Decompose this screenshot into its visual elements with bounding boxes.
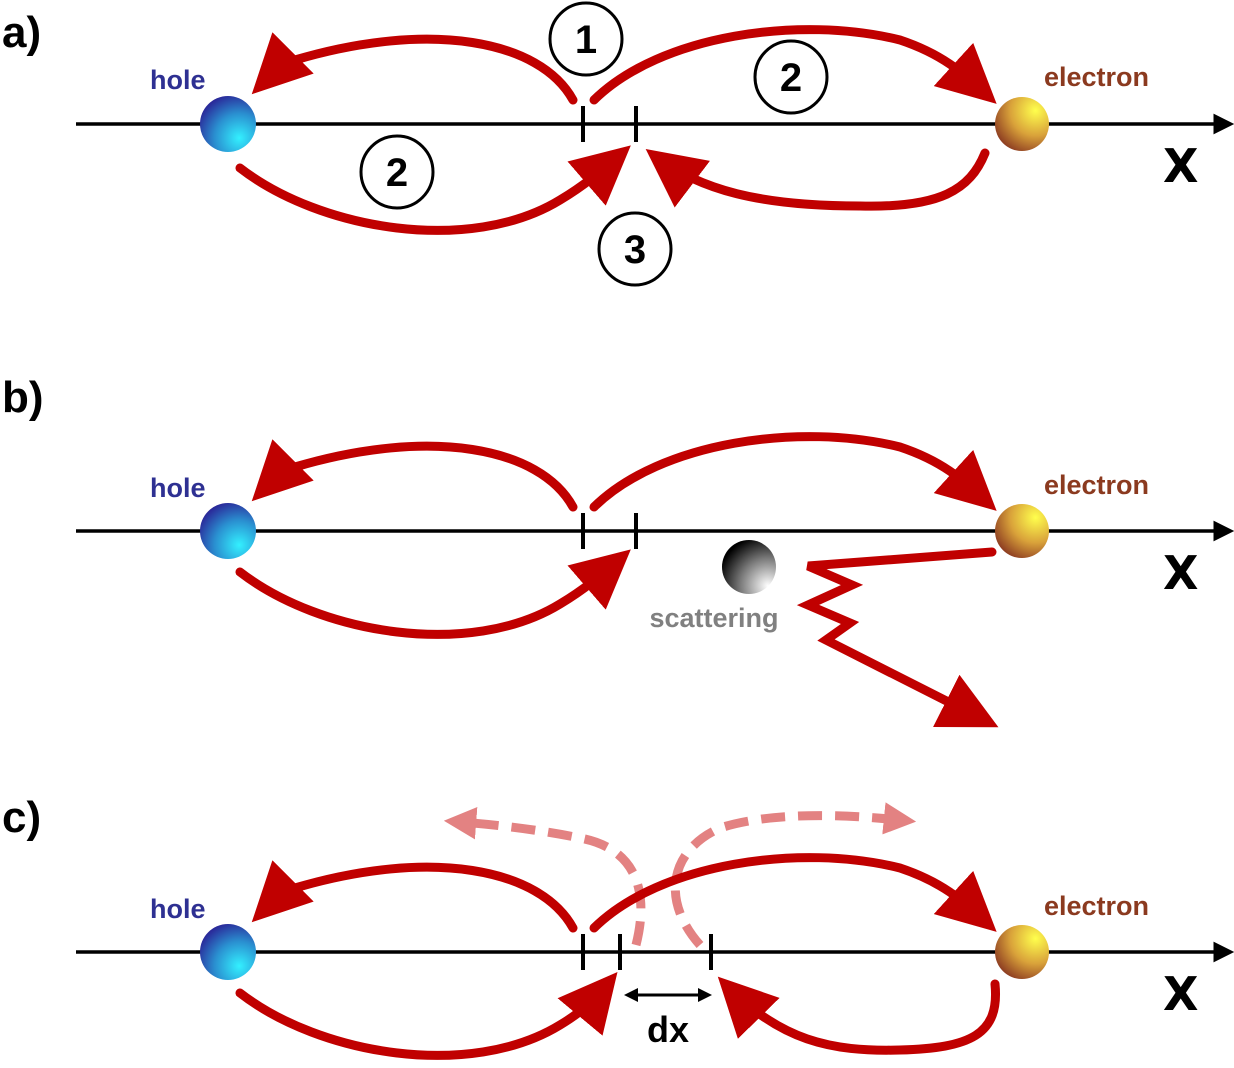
dx-arrow-right-head [698,988,712,1002]
electron-emission-arrow [589,432,997,512]
dx-arrow-left-head [624,988,638,1002]
electron-return-arrow [717,976,1001,1055]
step-3-marker: 3 [597,211,673,287]
x-axis-label: X [1163,546,1198,600]
step-2-marker-right: 2 [753,39,829,115]
hole-return-arrow [235,145,631,235]
step-3-label: 3 [624,228,646,272]
scattered-electron-arrow [796,547,999,728]
hole-emission-arrow [251,860,578,933]
electron-label: electron [1044,62,1149,92]
panel-c: c) X dx hole electron [2,793,1234,1060]
hole-label: hole [150,65,206,95]
panel-c-label: c) [2,793,41,842]
hole-return-arrow [235,549,631,639]
electron-return-arrow [645,148,990,211]
virtual-electron-arrow [670,802,917,948]
x-axis-label: X [1163,139,1198,193]
panel-a-label: a) [2,8,41,57]
electron-icon [995,504,1049,558]
scatterer-icon [722,540,776,594]
dx-label: dx [647,1009,689,1050]
step-1-label: 1 [575,18,597,62]
hole-icon [200,96,256,152]
hole-icon [200,503,256,559]
step-2-marker-left: 2 [359,134,435,210]
step-1-marker: 1 [548,1,624,77]
scattering-label: scattering [649,603,778,633]
hole-icon [200,924,256,980]
electron-icon [995,97,1049,151]
electron-icon [995,925,1049,979]
hole-emission-arrow [251,32,578,105]
panel-b: b) X hole electron scattering [2,373,1234,728]
virtual-hole-arrow [443,807,646,947]
hole-label: hole [150,473,206,503]
electron-label: electron [1044,470,1149,500]
electron-emission-arrow [589,853,997,933]
x-axis-label: X [1163,967,1198,1021]
hole-return-arrow [235,972,618,1060]
hole-emission-arrow [251,439,578,512]
electron-emission-arrow [589,25,997,105]
hole-label: hole [150,894,206,924]
step-2-label: 2 [780,56,802,100]
panel-a: a) X hole electron 1 2 2 3 [2,1,1234,287]
panel-b-label: b) [2,373,44,422]
electron-label: electron [1044,891,1149,921]
step-2-label: 2 [386,151,408,195]
